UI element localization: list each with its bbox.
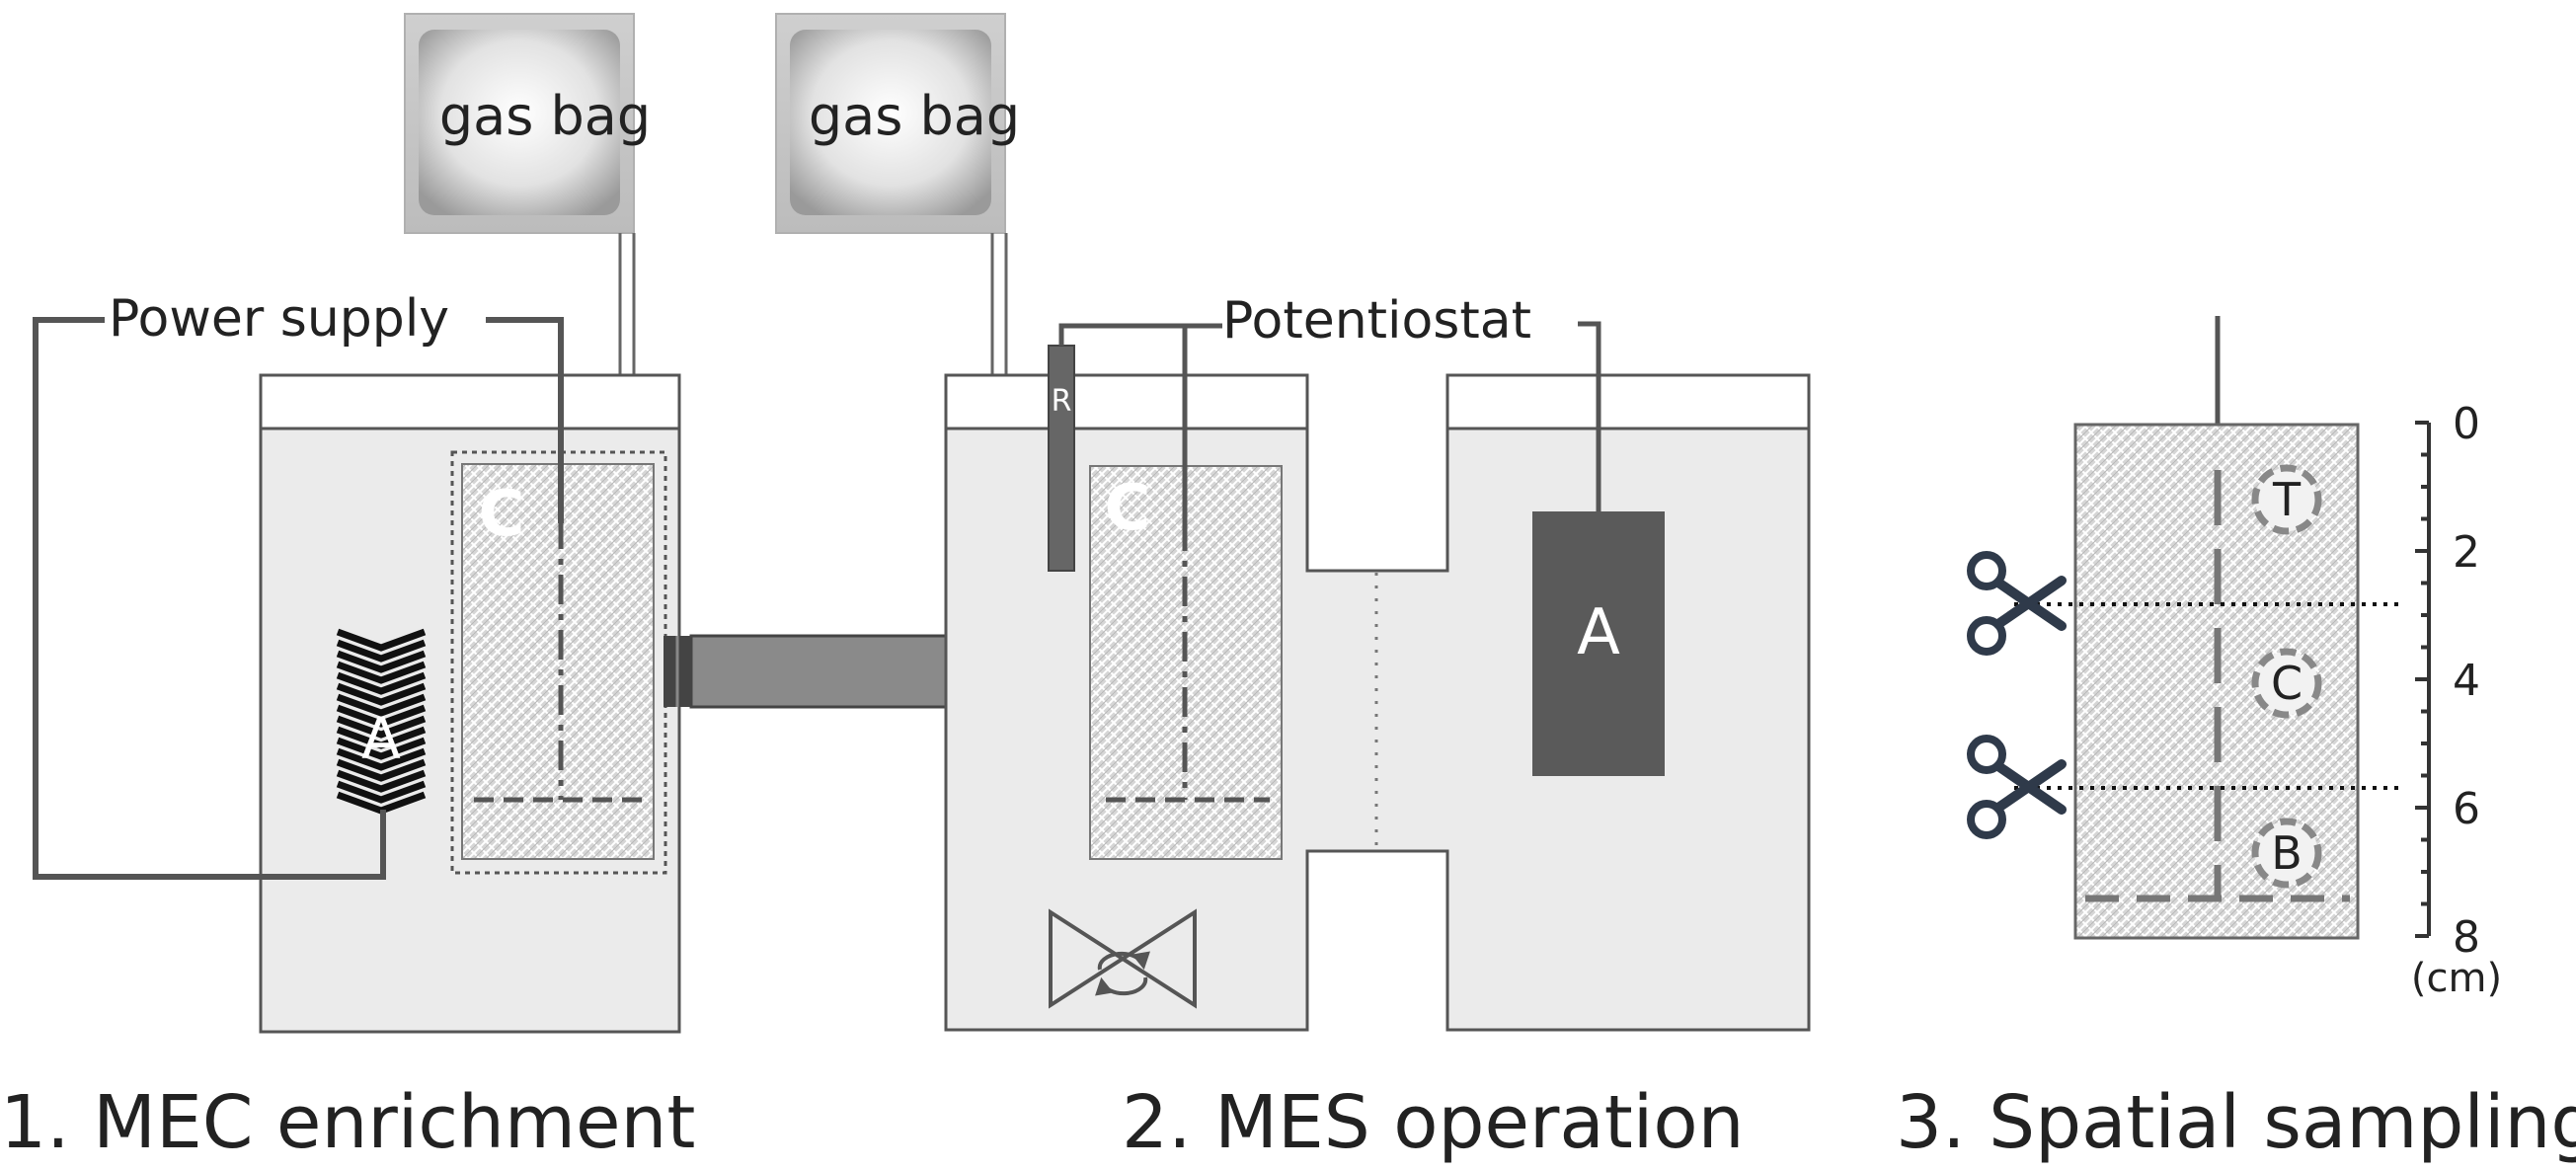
caption-spatial-sampling: 3. Spatial sampling: [1896, 1080, 2576, 1165]
brush-bristle: [336, 661, 427, 684]
stir-bar-icon: [1049, 908, 1197, 1009]
gas-bag-2-label: gas bag: [809, 85, 1020, 147]
sampling-sections: T C B: [2251, 464, 2322, 889]
caption-mes-operation: 2. MES operation: [1122, 1080, 1745, 1165]
brush-bristle: [336, 715, 427, 739]
brush-bristle: [336, 682, 427, 706]
brush-bristle: [336, 628, 427, 652]
brush-bristle: [336, 780, 427, 804]
scissors-icon-bottom: [1967, 735, 2067, 839]
gas-tube-1: [618, 233, 636, 375]
mes-reference-label: R: [1052, 384, 1072, 419]
mes-anode: A: [1532, 511, 1665, 776]
ruler-tick-label: 0: [2453, 399, 2480, 449]
brush-bristle: [336, 671, 427, 695]
potentiostat-wiring: [1058, 321, 1601, 523]
section-marker: [2251, 818, 2322, 889]
brush-bristle: [336, 639, 427, 663]
ruler-unit-label: (cm): [2411, 956, 2502, 1001]
ruler-tick-label: 4: [2453, 656, 2480, 706]
ruler-tick-label: 8: [2453, 912, 2480, 963]
depth-ruler: 0 2 4 6 8 (cm): [2411, 399, 2502, 1001]
section-label: T: [2272, 473, 2302, 526]
scissors-icon-top: [1967, 551, 2067, 656]
mec-brush-anode: [336, 628, 427, 815]
ruler-tick-label: 6: [2453, 784, 2480, 834]
mec-cathode-enclosure: [450, 450, 667, 875]
brush-bristle: [336, 747, 427, 771]
mes-cathode-label: C: [1105, 472, 1151, 545]
mes-reactor: [944, 373, 1811, 1032]
mec-anode-label: A: [361, 705, 401, 772]
section-marker: [2251, 464, 2322, 535]
mes-cathode: C: [1089, 465, 1283, 860]
caption-mec-enrichment: 1. MEC enrichment: [0, 1080, 695, 1165]
gas-bag-2: gas bag: [775, 13, 1020, 234]
gas-bag-1-label: gas bag: [439, 85, 651, 147]
section-label: C: [2271, 657, 2303, 710]
mes-reference-electrode: R: [1048, 345, 1075, 572]
power-supply-wiring: [33, 317, 564, 880]
brush-bristle: [336, 758, 427, 782]
brush-bristle: [336, 769, 427, 793]
brush-bristle: [336, 650, 427, 673]
mec-cathode: C: [461, 463, 655, 860]
brush-bristle: [336, 693, 427, 717]
potentiostat-label: Potentiostat: [1222, 291, 1531, 351]
brush-bristle: [336, 704, 427, 728]
section-marker: [2251, 648, 2322, 719]
gas-bag-1: gas bag: [404, 13, 651, 234]
mes-anode-label: A: [1577, 596, 1620, 669]
brush-bristle: [336, 737, 427, 760]
mec-cathode-label: C: [479, 478, 525, 551]
power-supply-label: Power supply: [109, 289, 449, 349]
brush-bristle: [336, 726, 427, 749]
ruler-tick-label: 2: [2453, 527, 2480, 578]
section-label: B: [2271, 826, 2303, 880]
gas-tube-2: [990, 233, 1008, 375]
